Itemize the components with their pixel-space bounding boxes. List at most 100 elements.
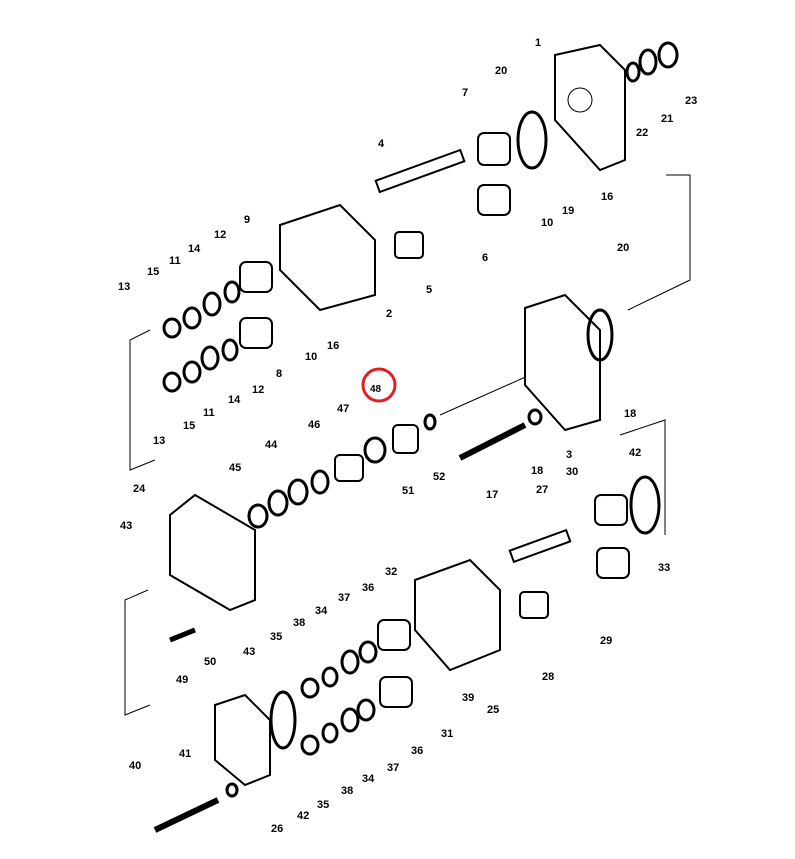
part-label: 50 (204, 656, 216, 668)
part-label: 18 (531, 465, 543, 477)
part-label: 34 (362, 773, 375, 785)
part-label: 42 (297, 810, 309, 822)
part-label: 20 (617, 242, 629, 254)
bearing-44 (287, 478, 309, 506)
drive-gear-shaft-4 (374, 148, 466, 194)
bushing-6 (477, 184, 511, 216)
part-label: 24 (133, 483, 146, 495)
part-label: 14 (188, 243, 201, 255)
part-label: 14 (228, 394, 241, 406)
part-label: 34 (315, 605, 328, 617)
washer-41 (225, 782, 239, 798)
part-label: 12 (252, 384, 264, 396)
part-label: 22 (636, 127, 648, 139)
front-cover-part-24 (169, 493, 256, 612)
part-label: 27 (536, 484, 548, 496)
part-label: 25 (487, 704, 499, 716)
highlight-circle (361, 367, 397, 403)
part-label: 38 (293, 617, 305, 629)
bracket-line (129, 329, 156, 471)
seal-34 (321, 666, 339, 688)
o-ring-19 (516, 110, 548, 170)
part-label: 35 (270, 631, 282, 643)
o-ring (586, 308, 614, 362)
part-label: 36 (362, 582, 374, 594)
end-cover-part-26 (214, 693, 271, 787)
part-label: 8 (276, 368, 282, 380)
part-label: 47 (337, 403, 349, 415)
part-label: 10 (305, 351, 317, 363)
bushing-9 (239, 261, 273, 293)
seal-22 (625, 61, 641, 83)
seal-34 (321, 722, 339, 744)
shaft-axis-line (439, 374, 531, 416)
ring-37 (340, 707, 360, 733)
part-label: 13 (153, 435, 165, 447)
driven-gear-5 (394, 231, 424, 259)
part-label: 23 (685, 95, 697, 107)
part-label: 32 (385, 566, 397, 578)
part-label: 2 (386, 308, 392, 320)
oil-seal-21 (638, 48, 658, 76)
part-label: 43 (120, 520, 132, 532)
part-label: 5 (426, 284, 432, 296)
bushing-30 (594, 494, 628, 526)
driven-gear-28 (519, 591, 549, 619)
part-label: 1 (535, 37, 541, 49)
bracket-line (619, 419, 666, 535)
part-label: 15 (183, 420, 195, 432)
part-label: 41 (179, 748, 191, 760)
gear-housing-part-25 (414, 558, 501, 672)
part-label: 17 (486, 489, 498, 501)
ring-13 (162, 371, 182, 393)
part-label: 12 (214, 229, 226, 241)
part-label: 21 (661, 113, 673, 125)
part-label: 9 (244, 214, 250, 226)
part-label: 11 (169, 255, 181, 267)
bracket-line (124, 589, 151, 716)
bolt-40 (153, 797, 220, 833)
ring-36 (356, 698, 376, 722)
part-label: 42 (629, 447, 641, 459)
part-label: 11 (203, 407, 215, 419)
part-label: 20 (495, 65, 507, 77)
part-label: 16 (327, 340, 339, 352)
ring-35 (300, 677, 320, 699)
bearing-44 (267, 489, 289, 517)
bushing-8 (239, 317, 273, 349)
seal-11 (182, 306, 202, 330)
part-label: 29 (600, 635, 612, 647)
bolt-17 (458, 422, 527, 461)
washer-18 (527, 408, 543, 426)
part-label: 16 (601, 191, 613, 203)
cover-bore (567, 87, 593, 113)
bolt-49 (169, 627, 196, 643)
part-label: 33 (658, 562, 670, 574)
ring-12 (221, 338, 239, 362)
collar-47 (334, 454, 364, 482)
part-label: 18 (624, 408, 636, 420)
part-label: 28 (542, 671, 554, 683)
ring-14 (202, 291, 222, 317)
ring-12 (223, 280, 241, 304)
part-label: 40 (129, 760, 141, 772)
highlighted-part-label: 48 (370, 384, 382, 395)
part-label: 37 (338, 592, 350, 604)
part-label: 26 (271, 823, 283, 835)
part-label: 3 (566, 449, 572, 461)
part-label: 6 (482, 252, 488, 264)
snap-ring-23 (657, 41, 679, 69)
gear-housing-part-2 (279, 203, 376, 312)
part-label: 4 (378, 138, 385, 150)
part-label: 35 (317, 799, 329, 811)
part-label: 51 (402, 485, 414, 497)
o-ring-42 (269, 690, 297, 750)
ring-52 (423, 413, 437, 431)
part-label: 10 (541, 217, 553, 229)
part-label: 49 (176, 674, 188, 686)
seal-11 (182, 360, 202, 384)
ring-37 (340, 649, 360, 675)
seal-45 (247, 503, 269, 529)
